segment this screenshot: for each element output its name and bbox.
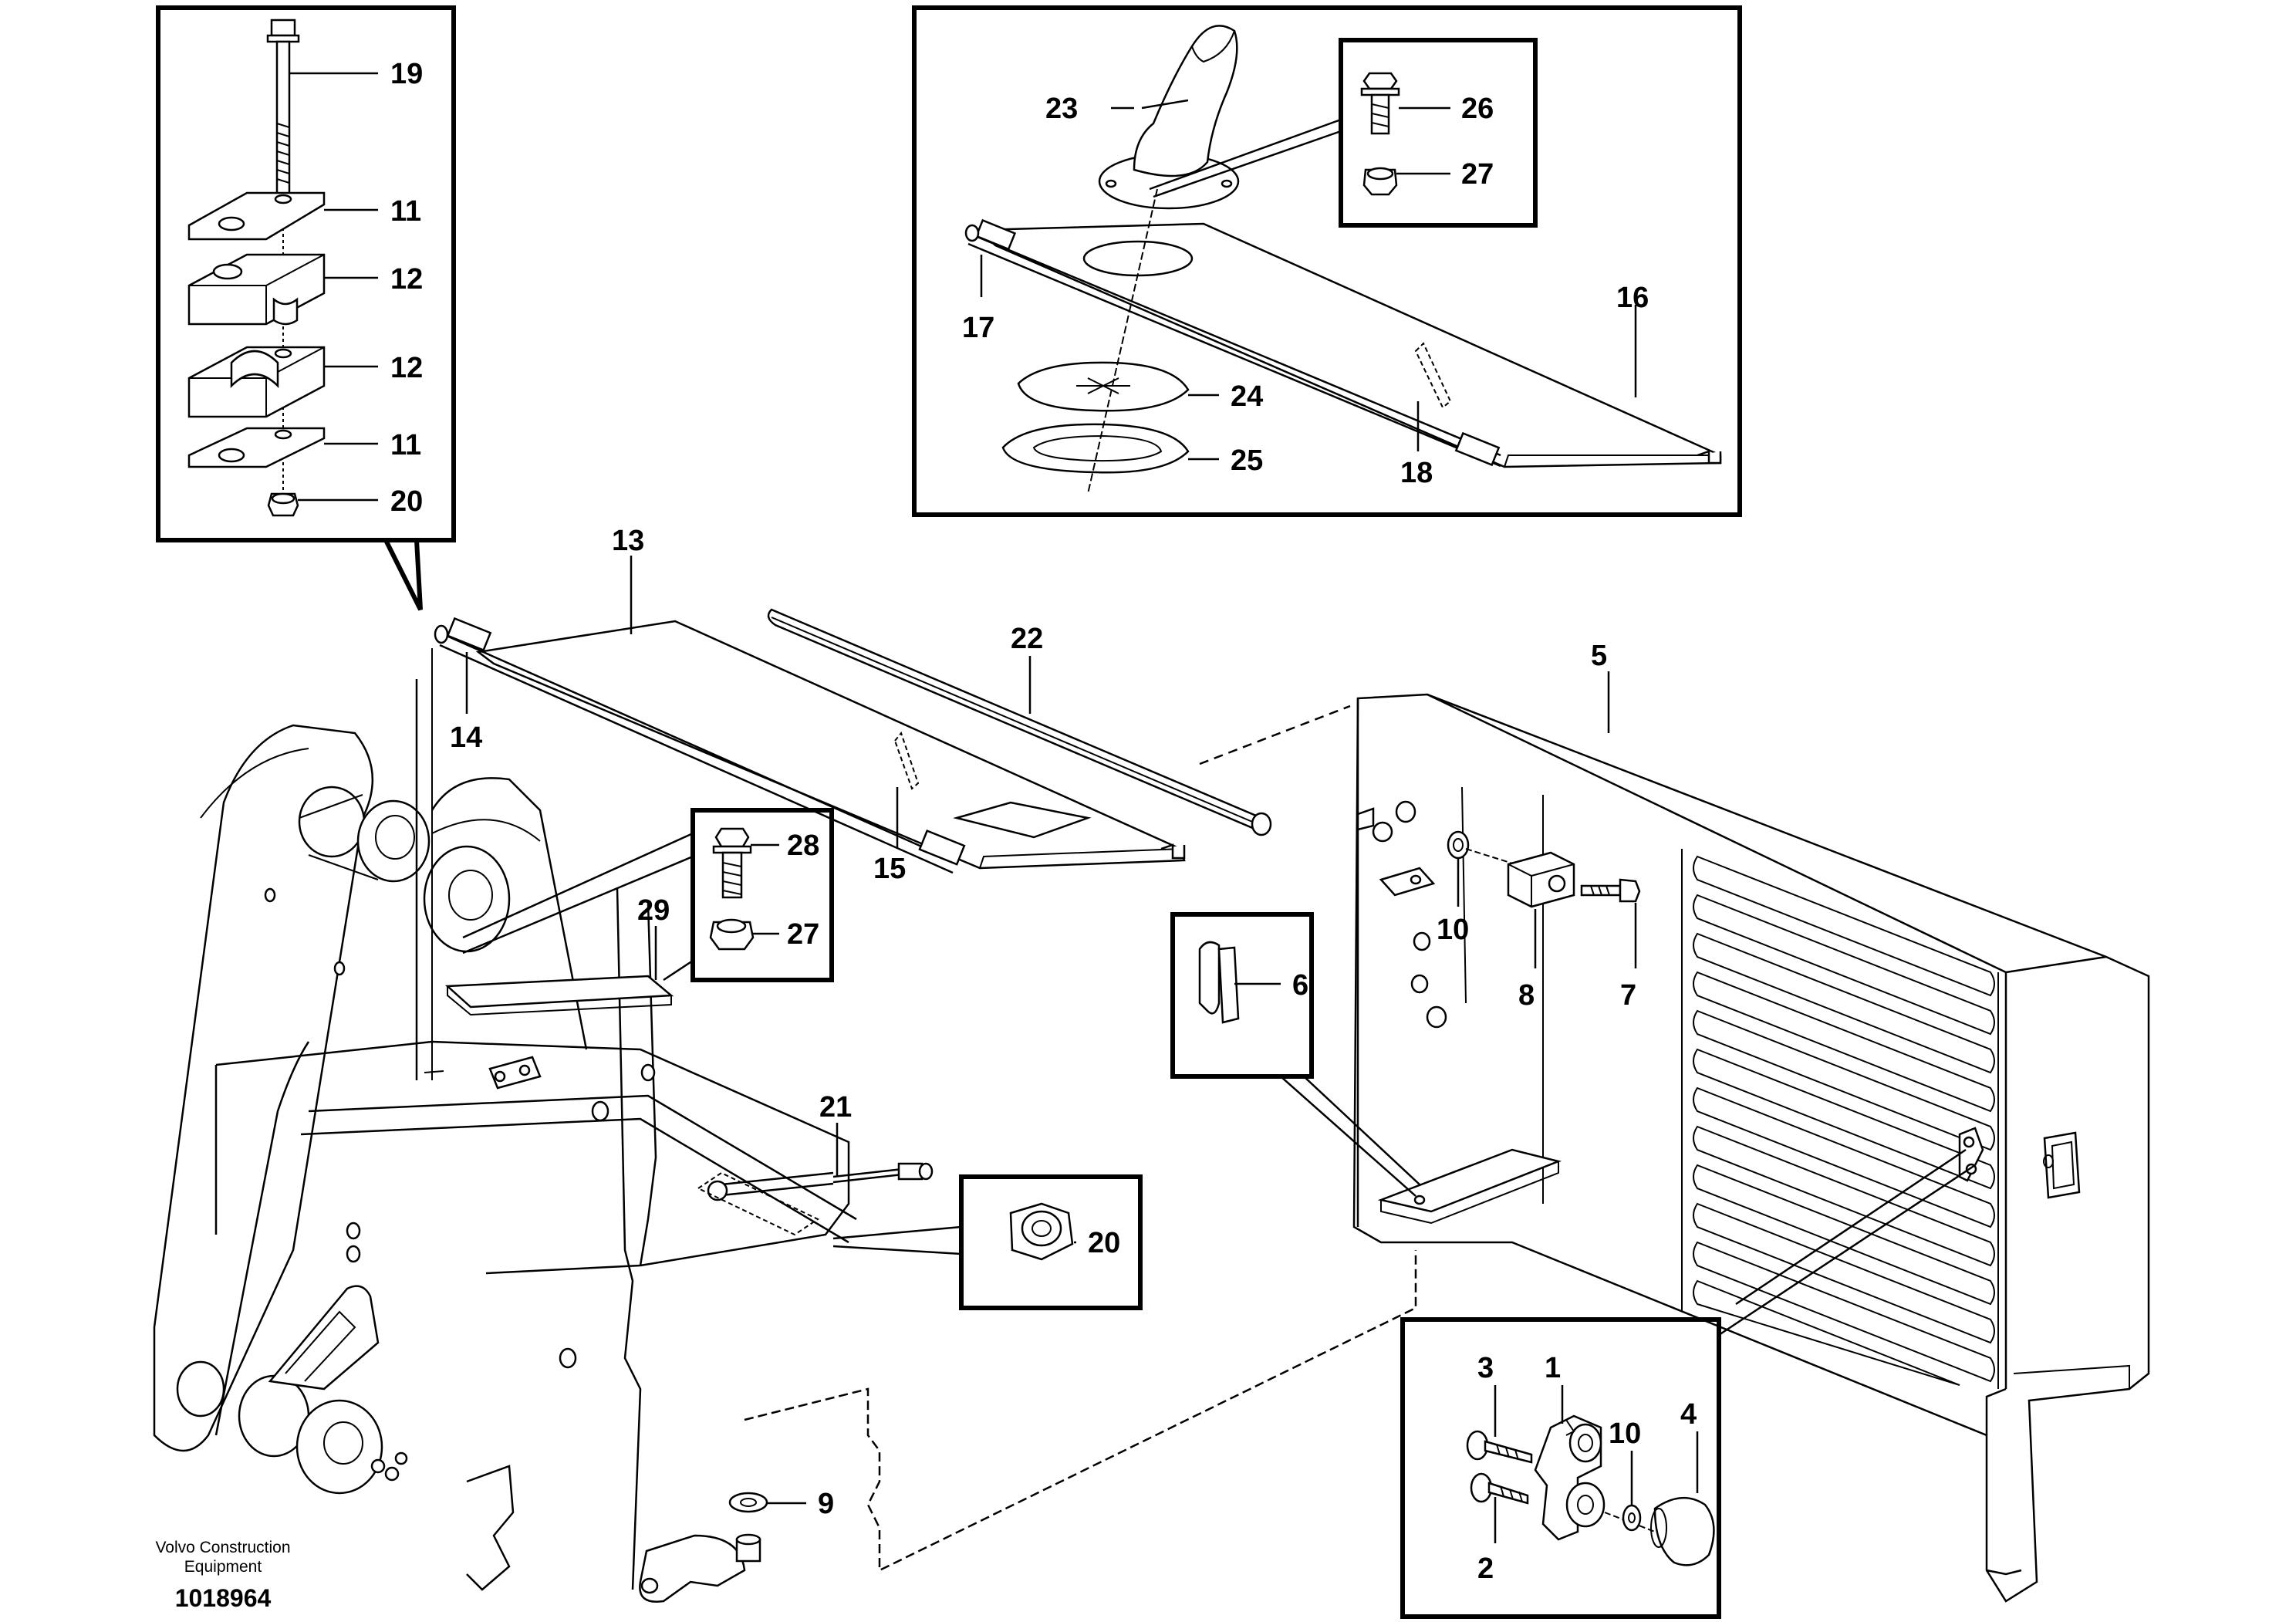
plate-11-top [187, 191, 326, 241]
label-20-bottom: 20 [1088, 1227, 1120, 1259]
pin-boss-upper [298, 786, 430, 883]
label-28: 28 [787, 830, 819, 862]
label-16: 16 [1616, 282, 1649, 314]
screw-2 [1470, 1472, 1529, 1505]
air-hood-23 [1098, 25, 1240, 210]
label-27-top: 27 [1461, 158, 1494, 191]
rod-17 [964, 218, 1501, 468]
nut-20-top-inset [267, 492, 299, 517]
bolt-26 [1360, 72, 1400, 135]
label-10-top: 10 [1437, 914, 1469, 946]
label-5: 5 [1591, 640, 1607, 672]
label-29: 29 [637, 894, 670, 927]
inset-nut-20: 20 [832, 1174, 1143, 1310]
label-9: 9 [818, 1488, 834, 1520]
screw-3 [1466, 1430, 1533, 1464]
label-24: 24 [1231, 380, 1263, 413]
label-17: 17 [962, 312, 994, 344]
label-11-bottom: 11 [390, 429, 421, 461]
inset-clip-6: 6 [1170, 912, 1420, 1197]
label-27-bottom: 27 [787, 918, 819, 951]
label-23: 23 [1045, 93, 1078, 125]
grille-louvers [1681, 849, 1999, 1389]
label-6: 6 [1292, 969, 1308, 1002]
latch-body-1 [1534, 1414, 1606, 1541]
knob-4 [1650, 1496, 1715, 1566]
label-8: 8 [1518, 979, 1535, 1012]
bushing-9: 9 [639, 1488, 834, 1603]
gasket-24 [1017, 361, 1190, 412]
block-12-top [187, 253, 326, 326]
pin-boss-middle [423, 819, 541, 953]
label-7: 7 [1620, 979, 1636, 1012]
label-11-top: 11 [390, 195, 421, 228]
block-12-bottom [187, 346, 326, 418]
pin-boss-lower [176, 1360, 408, 1495]
label-21: 21 [819, 1091, 852, 1124]
inset-bolt-28: 28 27 [462, 808, 834, 982]
rod-14: 14 15 [431, 617, 966, 1080]
label-18: 18 [1400, 457, 1433, 489]
label-4: 4 [1680, 1398, 1697, 1431]
inset-latch: 3 1 10 4 2 [1400, 1148, 1976, 1619]
label-25: 25 [1231, 444, 1263, 477]
bracket-29: 29 [444, 894, 674, 1016]
label-3: 3 [1477, 1352, 1494, 1384]
label-22: 22 [1011, 623, 1043, 655]
label-2: 2 [1477, 1553, 1494, 1585]
label-26: 26 [1461, 93, 1494, 125]
label-10-bottom: 10 [1609, 1418, 1641, 1450]
label-1: 1 [1545, 1352, 1561, 1384]
label-15: 15 [873, 853, 906, 885]
inset-fastener-stack: 19 11 12 12 11 20 [156, 5, 456, 611]
label-20-top: 20 [390, 485, 423, 518]
label-19: 19 [390, 58, 423, 90]
hood-5: 5 [1352, 640, 2150, 1603]
seal-strip-22: 22 [767, 608, 1272, 836]
footer-credit: Volvo Construction Equipment 1018964 [155, 1539, 290, 1612]
label-12-top: 12 [390, 263, 423, 296]
ring-25 [1001, 423, 1190, 474]
cover-13: 13 [475, 525, 1186, 870]
inset-cover-assembly: 26 27 23 17 16 24 25 18 [912, 5, 1742, 517]
loader-frame [153, 679, 857, 1591]
brand-line-1: Volvo Construction [155, 1539, 290, 1556]
bolt-19 [266, 19, 300, 198]
hood-bracket [1377, 1148, 1562, 1225]
label-13: 13 [612, 525, 644, 557]
label-14: 14 [450, 721, 482, 754]
label-12-bottom: 12 [390, 352, 423, 384]
gas-strut-21: 21 [696, 1091, 934, 1236]
plate-11-bottom [187, 427, 326, 468]
brand-line-2: Equipment [184, 1558, 262, 1576]
hinge-parts-7-8-10: 10 8 7 [1437, 830, 1641, 1012]
drawing-number: 1018964 [175, 1584, 272, 1612]
nut-27-top [1362, 167, 1398, 196]
